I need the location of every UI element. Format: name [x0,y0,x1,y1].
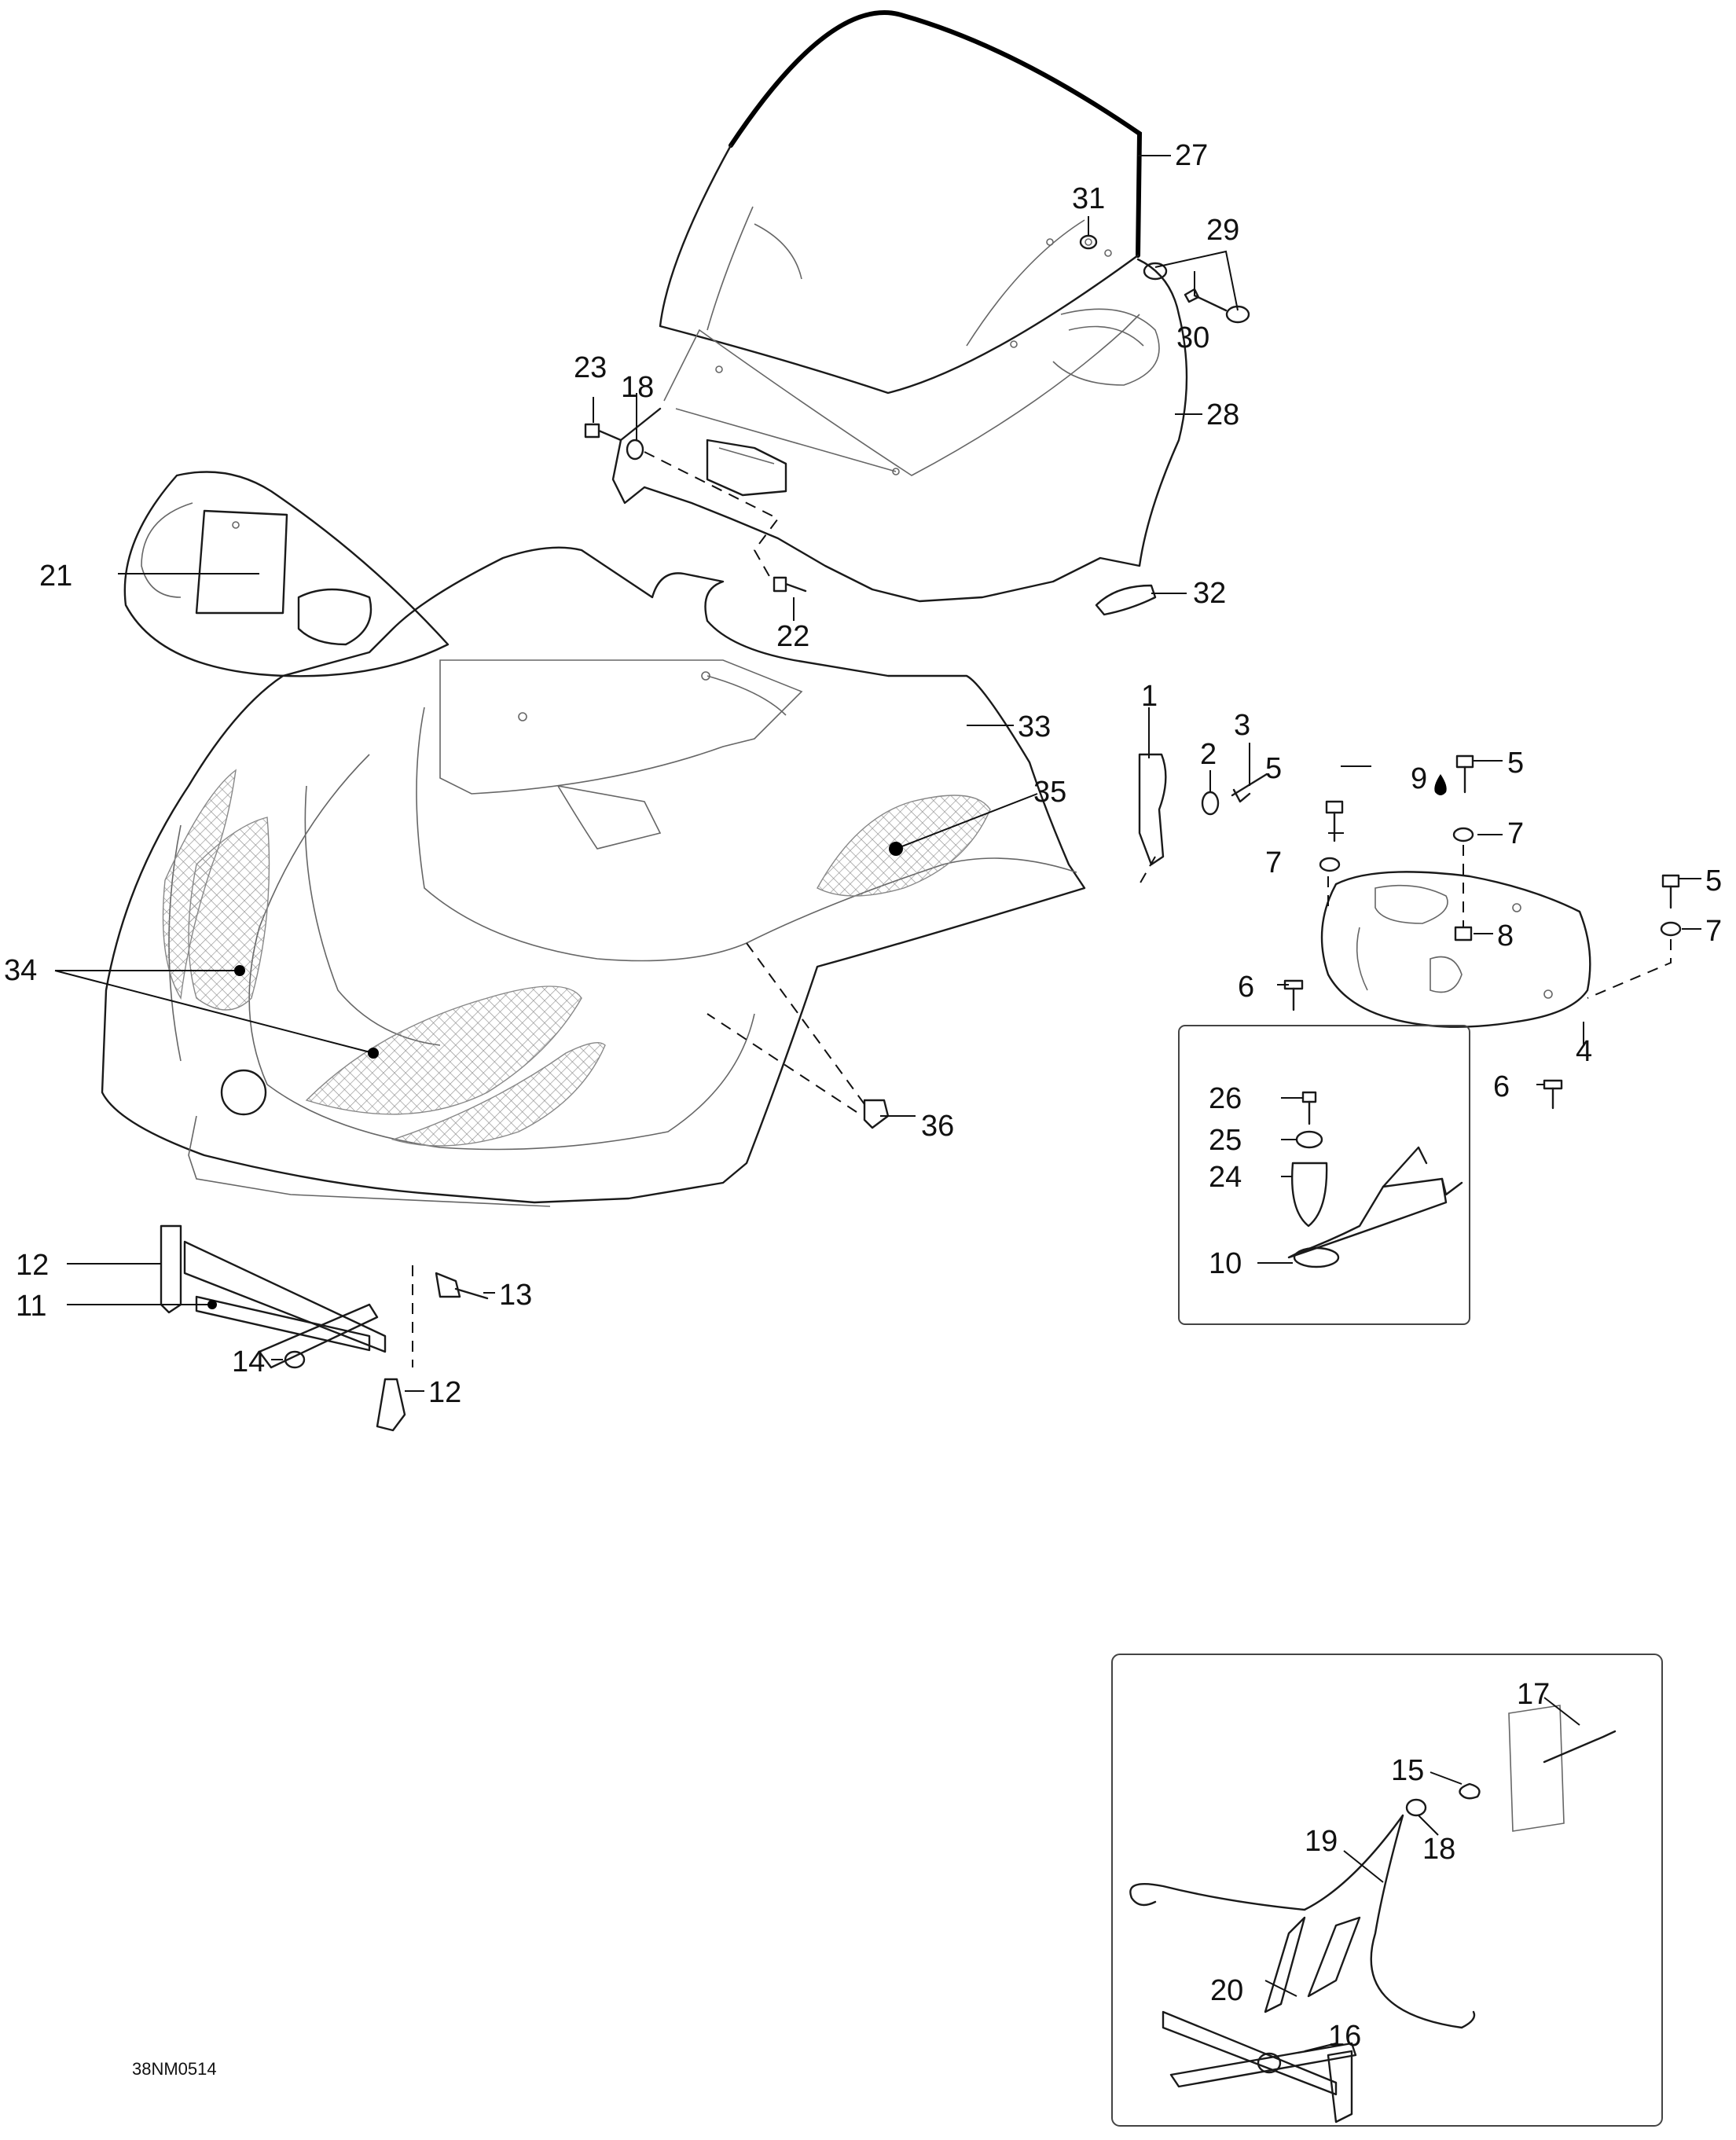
callout-dot [368,1048,379,1059]
callout-2: 2 [1200,738,1217,771]
callout-25: 25 [1209,1124,1242,1157]
callout-4: 4 [1576,1035,1592,1068]
callout-dot [889,842,903,856]
callout-23: 23 [574,351,607,384]
bolt-part-22 [773,576,807,593]
callout-19: 19 [1305,1825,1338,1858]
callout-33: 33 [1018,710,1051,743]
hood-support-frame [160,1224,489,1432]
callout-32: 32 [1193,577,1226,610]
callout-7c: 7 [1705,915,1722,948]
washer-part-7 [1452,827,1474,842]
callout-3: 3 [1234,709,1250,742]
callout-12a: 12 [16,1249,49,1282]
callout-dot [234,965,245,976]
bolt-part-23 [584,423,622,442]
bolt-part-5 [1325,800,1344,842]
screw-part-30 [1184,288,1228,312]
callout-18b: 18 [1422,1833,1455,1866]
clip-part-32 [1095,584,1157,616]
washer-part-7 [1660,921,1682,937]
drawing-code: 38NM0514 [132,2059,217,2079]
screw-part-6 [1543,1079,1563,1110]
callout-12b: 12 [428,1376,461,1409]
callout-28: 28 [1206,398,1239,431]
washer-part-18 [626,439,644,461]
callout-18: 18 [621,371,654,404]
callout-7b: 7 [1507,817,1524,850]
adhesive-drop-icon [1434,774,1447,795]
windshield [659,10,1143,395]
bolt-part-5 [1661,874,1680,909]
callout-20: 20 [1210,1974,1243,2007]
callout-labels: 27 31 29 30 28 23 18 21 22 32 33 35 34 3… [4,139,1722,2053]
callout-35: 35 [1033,776,1066,809]
callout-22: 22 [776,620,809,653]
callout-9: 9 [1411,762,1427,795]
callout-24: 24 [1209,1161,1242,1194]
dash-insert [123,471,450,677]
callout-31: 31 [1072,182,1105,215]
hood [101,546,1086,1207]
bracket-part-1 [1138,753,1167,866]
callout-36: 36 [921,1110,954,1143]
callout-30: 30 [1176,321,1209,354]
callout-dot [207,1300,217,1309]
callout-15: 15 [1391,1754,1424,1787]
callout-16: 16 [1328,2020,1361,2053]
callout-7a: 7 [1265,846,1282,879]
callout-27: 27 [1175,139,1208,172]
callout-6b: 6 [1493,1070,1510,1103]
callout-8: 8 [1497,920,1514,953]
washer-part-31 [1079,234,1098,250]
bolt-part-5 [1455,754,1474,794]
callout-1: 1 [1141,680,1158,713]
support-bracket [1320,871,1591,1028]
nut-part-8 [1454,926,1473,942]
callout-26: 26 [1209,1082,1242,1115]
callout-5c: 5 [1705,864,1722,897]
callout-13: 13 [499,1279,532,1312]
callout-14: 14 [232,1345,265,1378]
assembly-guide-lines [412,451,1672,1367]
callout-5b: 5 [1507,747,1524,780]
leader-lines [54,155,1701,2052]
callout-6a: 6 [1238,971,1254,1004]
callout-5a: 5 [1265,752,1282,785]
callout-17: 17 [1517,1678,1550,1711]
washer-part-2 [1201,791,1220,816]
windshield-base-panel [611,258,1188,603]
callout-34: 34 [4,954,37,987]
inset-frame-upper [1178,1025,1470,1325]
callout-10: 10 [1209,1247,1242,1280]
grommet-part-29 [1143,262,1168,281]
inset-upper-parts [1287,1091,1463,1268]
inset-lower-parts [1129,1705,1617,2123]
callout-29: 29 [1206,214,1239,247]
callout-21: 21 [39,560,72,593]
callout-11: 11 [16,1290,46,1323]
clip-part-36 [863,1099,890,1129]
inset-frame-lower [1111,1654,1663,2127]
washer-part-7 [1319,857,1341,872]
